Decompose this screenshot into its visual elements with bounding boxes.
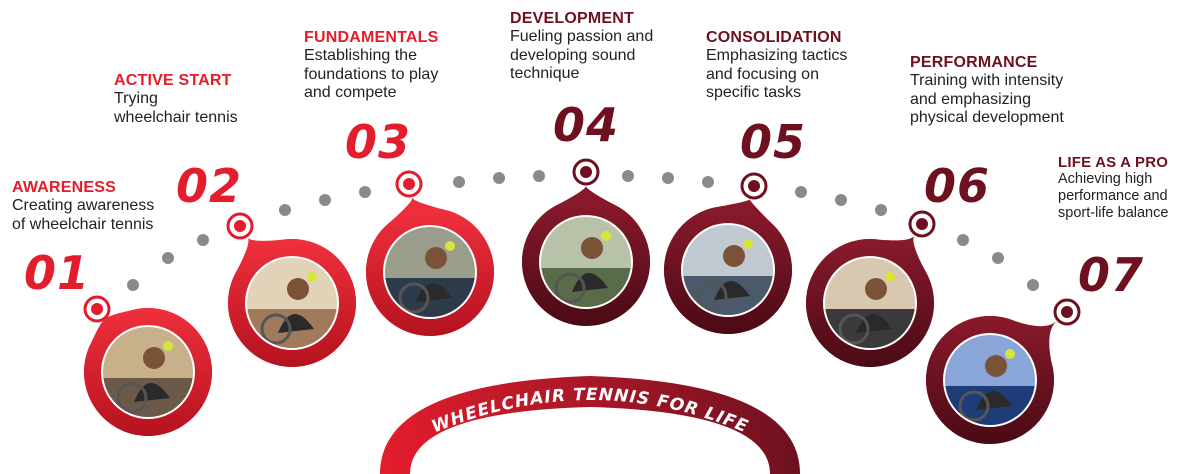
stage-3-label: FUNDAMENTALS Establishing the foundation…: [304, 29, 439, 103]
stage-7-label: LIFE AS A PRO Achieving high performance…: [1058, 154, 1168, 221]
stage-7-desc-line: sport-life balance: [1058, 204, 1169, 221]
stage-2-desc-line: wheelchair tennis: [114, 108, 238, 126]
stage-3-desc-line: Establishing the: [304, 47, 417, 65]
stage-6-marker: [805, 210, 936, 368]
stage-5-title: CONSOLIDATION: [706, 29, 842, 46]
stage-5-desc-line: Emphasizing tactics: [706, 47, 848, 65]
stage-6-desc-line: physical development: [910, 109, 1064, 127]
stage-7-desc-line: Achieving high: [1058, 171, 1153, 188]
stage-7-marker: [926, 298, 1081, 444]
stage-4-number: 04: [553, 98, 620, 152]
stage-4-photo: [540, 216, 632, 308]
stage-4-title: DEVELOPMENT: [510, 10, 634, 27]
stage-2-label: ACTIVE START Trying wheelchair tennis: [114, 72, 238, 127]
stage-1-desc-line: Creating awareness: [12, 197, 155, 215]
stage-3-marker: [365, 170, 494, 336]
stage-2-photo: [246, 257, 338, 349]
stage-4-label: DEVELOPMENT Fueling passion and developi…: [510, 10, 653, 84]
stage-3-desc-line: foundations to play: [304, 65, 439, 83]
stage-2-number: 02: [176, 159, 243, 213]
stage-3-desc-line: and compete: [304, 84, 397, 102]
stage-6-number: 06: [924, 159, 991, 213]
stage-5-desc-line: specific tasks: [706, 84, 802, 102]
stage-6-photo: [824, 257, 916, 349]
stage-4-desc-line: technique: [510, 65, 580, 83]
stage-5-number: 05: [740, 115, 807, 169]
stage-5-desc-line: and focusing on: [706, 65, 819, 83]
stage-1-title: AWARENESS: [12, 179, 117, 196]
stage-2-title: ACTIVE START: [114, 72, 232, 89]
stage-1-number: 01: [24, 246, 91, 300]
stage-2-desc-line: Trying: [114, 90, 158, 108]
stage-1-marker: [83, 295, 212, 436]
stage-4-desc-line: developing sound: [510, 46, 636, 64]
stage-1-desc-line: of wheelchair tennis: [12, 215, 154, 233]
stage-7-desc-line: performance and: [1058, 187, 1168, 204]
stage-3-number: 03: [345, 115, 412, 169]
stage-5-label: CONSOLIDATION Emphasizing tactics and fo…: [706, 29, 847, 103]
stage-7-title: LIFE AS A PRO: [1058, 154, 1169, 171]
stage-markers: [83, 158, 1081, 444]
stage-6-desc-line: Training with intensity: [910, 72, 1064, 90]
stage-6-desc-line: and emphasizing: [910, 90, 1031, 108]
stage-5-marker: [664, 172, 793, 334]
stage-2-marker: [226, 212, 357, 367]
stage-1-label: AWARENESS Creating awareness of wheelcha…: [12, 179, 154, 234]
stage-6-label: PERFORMANCE Training with intensity and …: [910, 54, 1064, 128]
stage-3-title: FUNDAMENTALS: [304, 29, 439, 46]
stage-4-marker: [522, 158, 650, 326]
stage-4-desc-line: Fueling passion and: [510, 28, 654, 46]
dotted-arc: [127, 170, 1039, 291]
banner: WHEELCHAIR TENNIS FOR LIFE: [380, 376, 800, 474]
stage-7-number: 07: [1078, 248, 1145, 302]
stage-6-title: PERFORMANCE: [910, 54, 1038, 71]
